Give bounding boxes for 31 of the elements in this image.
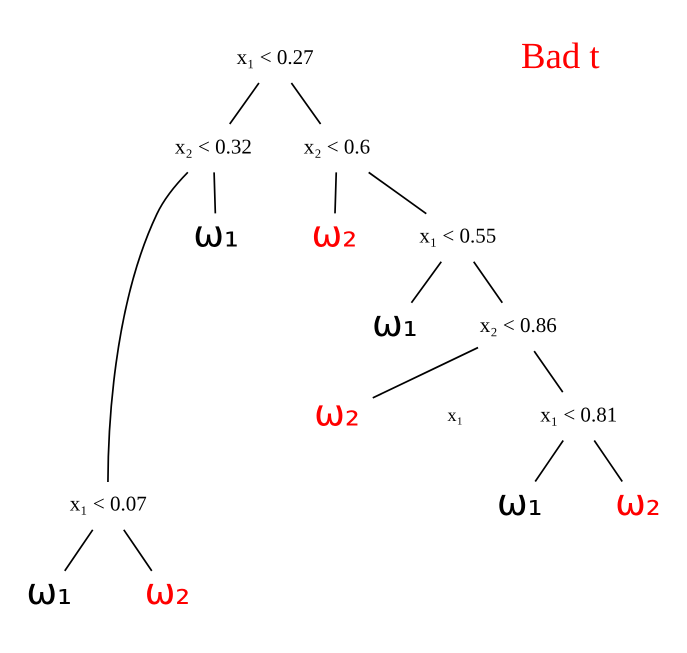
label: x₁ [447, 404, 463, 425]
label: Bad t [521, 34, 600, 76]
node-text: ω₂ [615, 480, 661, 524]
connector [334, 172, 338, 213]
connector [594, 439, 623, 482]
connector [534, 439, 564, 482]
node-text: x₂ < 0.86 [480, 312, 557, 336]
connector [368, 171, 427, 214]
node-text: x₁ < 0.27 [236, 44, 314, 68]
connector [107, 171, 188, 482]
connector [372, 346, 478, 398]
node-text: ω₂ [314, 390, 360, 434]
connector [229, 82, 260, 124]
node-text: ω₂ [144, 570, 190, 613]
connector [213, 172, 216, 213]
node-text: x₂ < 0.6 [304, 134, 370, 158]
connector [64, 528, 94, 571]
connector [290, 82, 322, 124]
connector [533, 350, 564, 392]
node-text: x₂ < 0.32 [174, 134, 252, 158]
node-text: ω₁ [496, 480, 542, 524]
node-text: ω₁ [26, 570, 72, 613]
node-text: ω₁ [372, 302, 418, 345]
node-text: x₁ < 0.81 [540, 402, 618, 426]
node-text: ω₂ [312, 212, 358, 256]
node-text: x₁ < 0.55 [419, 223, 496, 248]
connector [410, 260, 442, 303]
node-text: x₁ < 0.07 [70, 491, 147, 516]
connector [473, 260, 503, 303]
node-text: ω₁ [193, 212, 239, 256]
connector [123, 528, 152, 571]
